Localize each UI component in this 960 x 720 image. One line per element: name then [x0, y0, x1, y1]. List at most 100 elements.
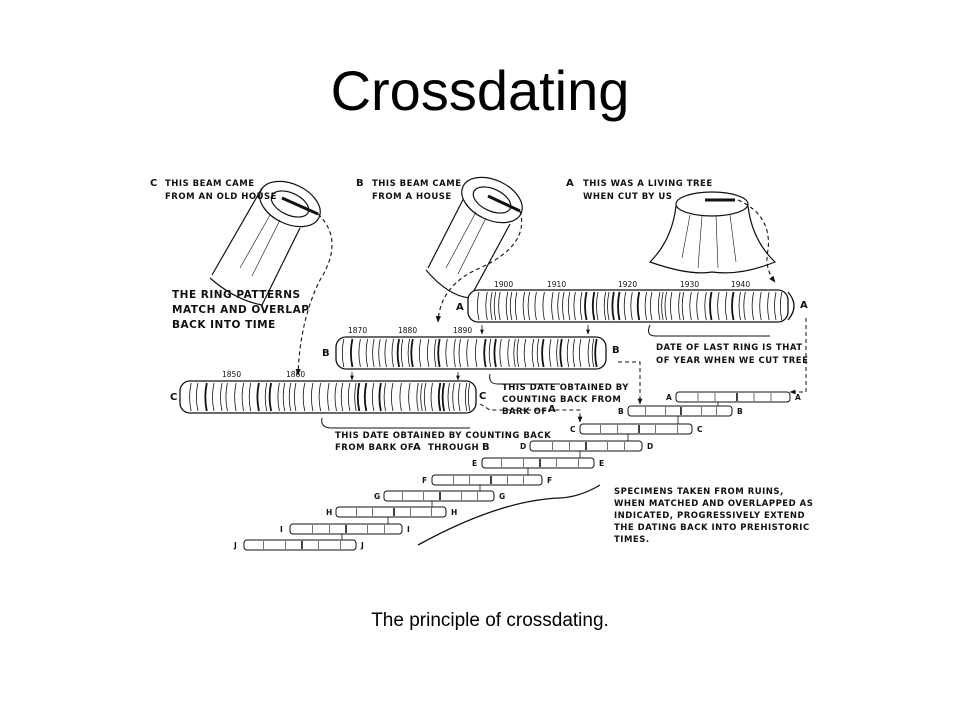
- label-a-tree-line2: WHEN CUT BY US: [583, 192, 672, 202]
- core-a: [467, 289, 795, 323]
- label-date-c-letter-a: A: [413, 442, 421, 453]
- specimen-letter-left: B: [618, 407, 624, 416]
- tree-ring-line: [277, 382, 280, 412]
- tree-ring-line: [427, 338, 430, 368]
- specimen-core: [335, 506, 447, 518]
- tree-ring-line: [458, 338, 461, 368]
- tree-ring-line: [704, 291, 707, 321]
- year-label-1940: 1940: [731, 280, 750, 289]
- tree-ring-line: [441, 382, 445, 412]
- tree-ring-line: [567, 291, 571, 321]
- tree-ring-line: [268, 382, 272, 412]
- tree-ring-line: [591, 291, 596, 321]
- tree-ring-line: [743, 291, 746, 321]
- core-c-letter-right: C: [479, 391, 486, 402]
- tree-ring-line: [623, 291, 627, 321]
- tree-ring-line: [709, 291, 713, 321]
- year-label-1890: 1890: [453, 326, 472, 335]
- year-label-1880: 1880: [398, 326, 417, 335]
- label-date-b-line3: BARK OF: [502, 407, 548, 417]
- label-b-beam-line2: FROM A HOUSE: [372, 192, 452, 202]
- figure-caption: The principle of crossdating.: [371, 610, 609, 631]
- source-letter-a: A: [566, 178, 574, 189]
- tree-ring-line: [779, 291, 783, 321]
- specimen-letter-right: C: [697, 425, 703, 434]
- year-label-1850: 1850: [222, 370, 241, 379]
- tree-ring-line: [611, 291, 615, 321]
- tree-ring-line: [607, 291, 610, 321]
- tree-ring-line: [751, 291, 754, 321]
- connector-a-to-specimen: [789, 318, 807, 395]
- label-c-beam-line1: THIS BEAM CAME: [165, 179, 255, 189]
- specimen-letter-left: E: [472, 459, 477, 468]
- tree-ring-line: [391, 338, 394, 368]
- specimen-letter-right: G: [499, 492, 505, 501]
- tree-ring-line: [509, 291, 513, 321]
- label-specimens-line1: SPECIMENS TAKEN FROM RUINS,: [614, 487, 784, 497]
- tree-ring-line: [490, 291, 493, 321]
- tree-ring-line: [507, 338, 510, 368]
- specimen-letter-right: I: [407, 525, 410, 534]
- tree-ring-line: [434, 338, 437, 368]
- log-c-illustration: [209, 180, 321, 306]
- tree-ring-line: [311, 382, 314, 412]
- tree-ring-line: [294, 382, 297, 412]
- connector-b-to-specimen: [618, 361, 643, 405]
- tree-ring-line: [717, 291, 720, 321]
- tree-ring-line: [437, 338, 441, 368]
- tree-ring-line: [488, 338, 492, 368]
- tree-ring-line: [630, 291, 633, 321]
- label-specimens-line5: TIMES.: [614, 535, 650, 545]
- specimen-letter-right: H: [451, 508, 457, 517]
- label-ring-patterns-line2: MATCH AND OVERLAP: [172, 304, 309, 316]
- tree-ring-line: [493, 338, 497, 368]
- tree-ring-line: [562, 291, 565, 321]
- source-letter-c: C: [150, 178, 157, 189]
- specimen-core: [481, 457, 595, 469]
- tree-ring-line: [408, 382, 411, 412]
- core-a-letter-right: A: [800, 300, 808, 311]
- core-b-letter-right: B: [612, 345, 620, 356]
- tree-ring-line: [541, 338, 545, 368]
- tree-ring-line: [371, 382, 375, 412]
- tree-ring-line: [774, 291, 777, 321]
- label-date-c-line2: FROM BARK OF: [335, 443, 414, 453]
- tree-ring-line: [591, 338, 595, 368]
- specimen-letter-left: F: [422, 476, 427, 485]
- tree-ring-line: [302, 382, 306, 412]
- tree-ring-line: [767, 291, 770, 321]
- tree-ring-line: [603, 291, 607, 321]
- tree-ring-line: [477, 291, 480, 321]
- tree-ring-line: [661, 291, 664, 321]
- specimen-letter-right: J: [360, 541, 364, 550]
- year-label-1930: 1930: [680, 280, 699, 289]
- tree-ring-line: [467, 382, 471, 412]
- label-date-c-line1: THIS DATE OBTAINED BY COUNTING BACK: [335, 431, 551, 441]
- tree-ring-line: [334, 382, 337, 412]
- tree-ring-line: [391, 382, 394, 412]
- tree-ring-line: [264, 382, 268, 412]
- tree-ring-line: [407, 338, 410, 368]
- year-label-1910: 1910: [547, 280, 566, 289]
- tree-ring-line: [670, 291, 673, 321]
- tree-ring-line: [587, 338, 590, 368]
- label-date-c-letter-b: B: [482, 442, 490, 453]
- connector-a: [737, 199, 776, 283]
- label-date-b-line1: THIS DATE OBTAINED BY: [502, 383, 629, 393]
- tree-ring-line: [505, 291, 509, 321]
- core-c-letter-left: C: [170, 392, 177, 403]
- tree-ring-line: [731, 291, 735, 321]
- tree-ring-line: [650, 291, 653, 321]
- tree-ring-line: [452, 382, 455, 412]
- specimen-letter-left: I: [280, 525, 283, 534]
- tree-ring-line: [410, 338, 414, 368]
- tree-ring-line: [282, 382, 286, 412]
- source-letter-b: B: [356, 178, 364, 189]
- tree-ring-line: [549, 338, 552, 368]
- tree-ring-line: [534, 291, 537, 321]
- tree-ring-line: [516, 338, 519, 368]
- tree-ring-line: [347, 382, 351, 412]
- connector-c-to-specimen: [479, 403, 583, 423]
- tree-ring-line: [464, 382, 468, 412]
